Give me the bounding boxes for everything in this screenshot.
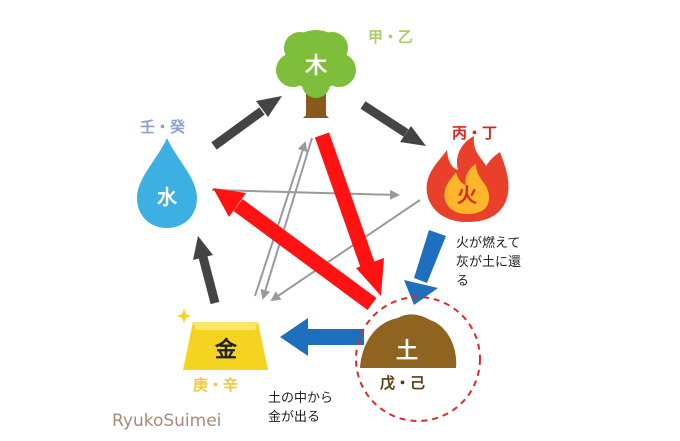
- control-arrow-water-fire: [211, 189, 400, 200]
- wood-tree-icon: [276, 30, 356, 118]
- highlight-arrows: [213, 132, 384, 311]
- watermark: RyukoSuimei: [112, 411, 221, 431]
- wood-stems: 甲・乙: [368, 28, 413, 46]
- earth-mound-icon: [360, 314, 457, 368]
- generation-cycle-arrows: [193, 96, 426, 305]
- annotation-fire-to-earth: 火が燃えて 灰が土に還 る: [456, 235, 521, 289]
- metal-gold-bar-icon: [177, 309, 268, 370]
- metal-glyph: 金: [214, 337, 238, 363]
- earth-glyph: 土: [396, 339, 418, 364]
- wood-glyph: 木: [304, 54, 328, 79]
- red-arrow-wood-earth: [314, 132, 384, 296]
- red-arrow-earth-water: [213, 188, 377, 311]
- blue-arrows: [280, 230, 446, 356]
- water-glyph: 水: [157, 185, 178, 209]
- fire-glyph: 火: [457, 183, 478, 207]
- control-arrow-metal-wood: [254, 141, 308, 297]
- svg-text:灰が土に還: 灰が土に還: [456, 255, 521, 270]
- blue-arrow-earth-metal: [280, 318, 364, 356]
- control-cycle-arrows: [211, 137, 421, 302]
- generation-arrow-water-wood: [211, 96, 282, 150]
- water-drop-icon: [137, 138, 197, 228]
- generation-arrow-wood-fire: [360, 101, 426, 146]
- metal-stems: 庚・辛: [193, 376, 238, 394]
- earth-stems: 戊・己: [380, 374, 425, 392]
- annotation-earth-to-metal: 土の中から 金が出る: [268, 391, 333, 425]
- control-arrow-fire-metal: [270, 199, 421, 302]
- svg-text:金が出る: 金が出る: [268, 409, 320, 425]
- svg-text:土の中から: 土の中から: [268, 391, 333, 406]
- svg-text:火が燃えて: 火が燃えて: [456, 235, 520, 251]
- fire-stems: 丙・丁: [452, 124, 497, 142]
- fire-flame-icon: [426, 136, 509, 222]
- earth-highlight-circle: [355, 296, 481, 422]
- control-arrow-wood-earth: [260, 137, 313, 300]
- water-stems: 壬・癸: [140, 118, 186, 136]
- blue-arrow-fire-earth: [404, 230, 446, 305]
- generation-arrow-metal-water: [193, 236, 220, 305]
- svg-text:る: る: [456, 274, 469, 289]
